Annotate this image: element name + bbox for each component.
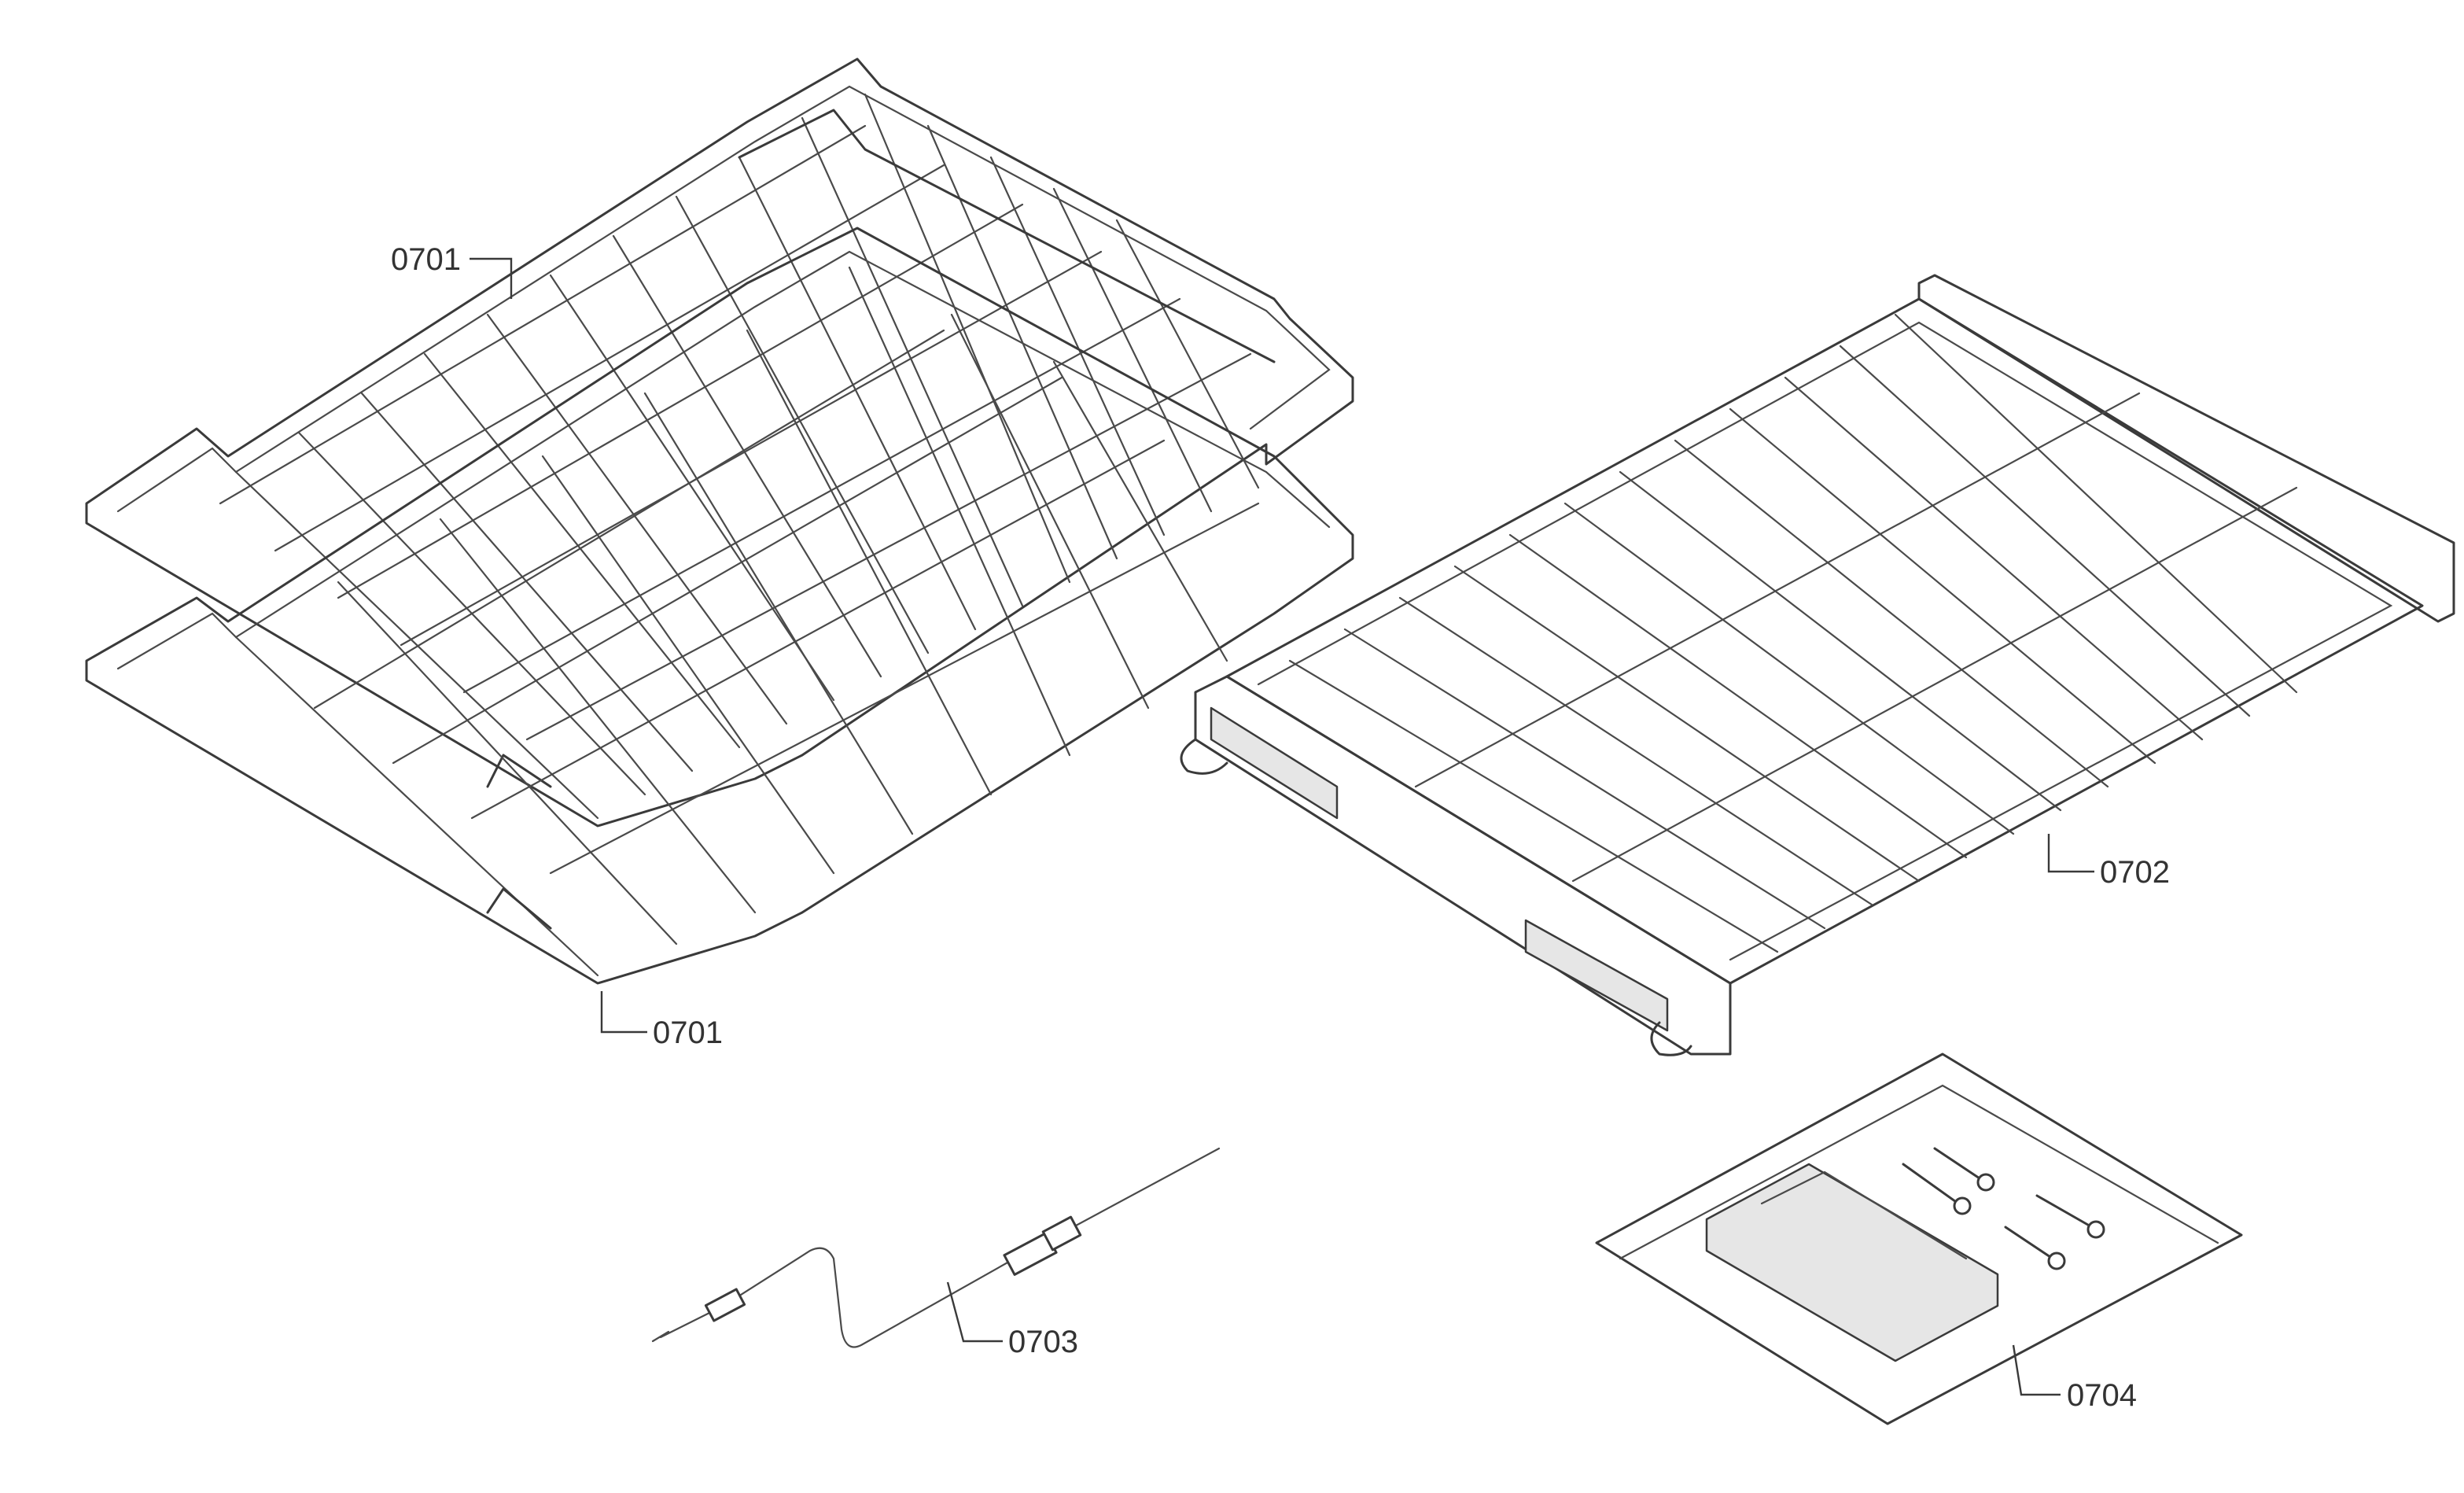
callout-meat-probe: 0703: [1008, 1325, 1078, 1359]
leader-lines: [470, 257, 2094, 1396]
callout-rack-bottom: 0701: [653, 1016, 723, 1050]
wire-rack-lower: [85, 227, 1354, 985]
callout-mounting-kit: 0704: [2067, 1378, 2137, 1413]
telescopic-rack: [1180, 274, 2455, 1056]
meat-probe: [651, 1147, 1221, 1348]
callout-rack-top: 0701: [391, 242, 461, 277]
mounting-kit-bag: [1595, 1052, 2243, 1425]
callout-telescopic-rack: 0702: [2100, 855, 2170, 890]
